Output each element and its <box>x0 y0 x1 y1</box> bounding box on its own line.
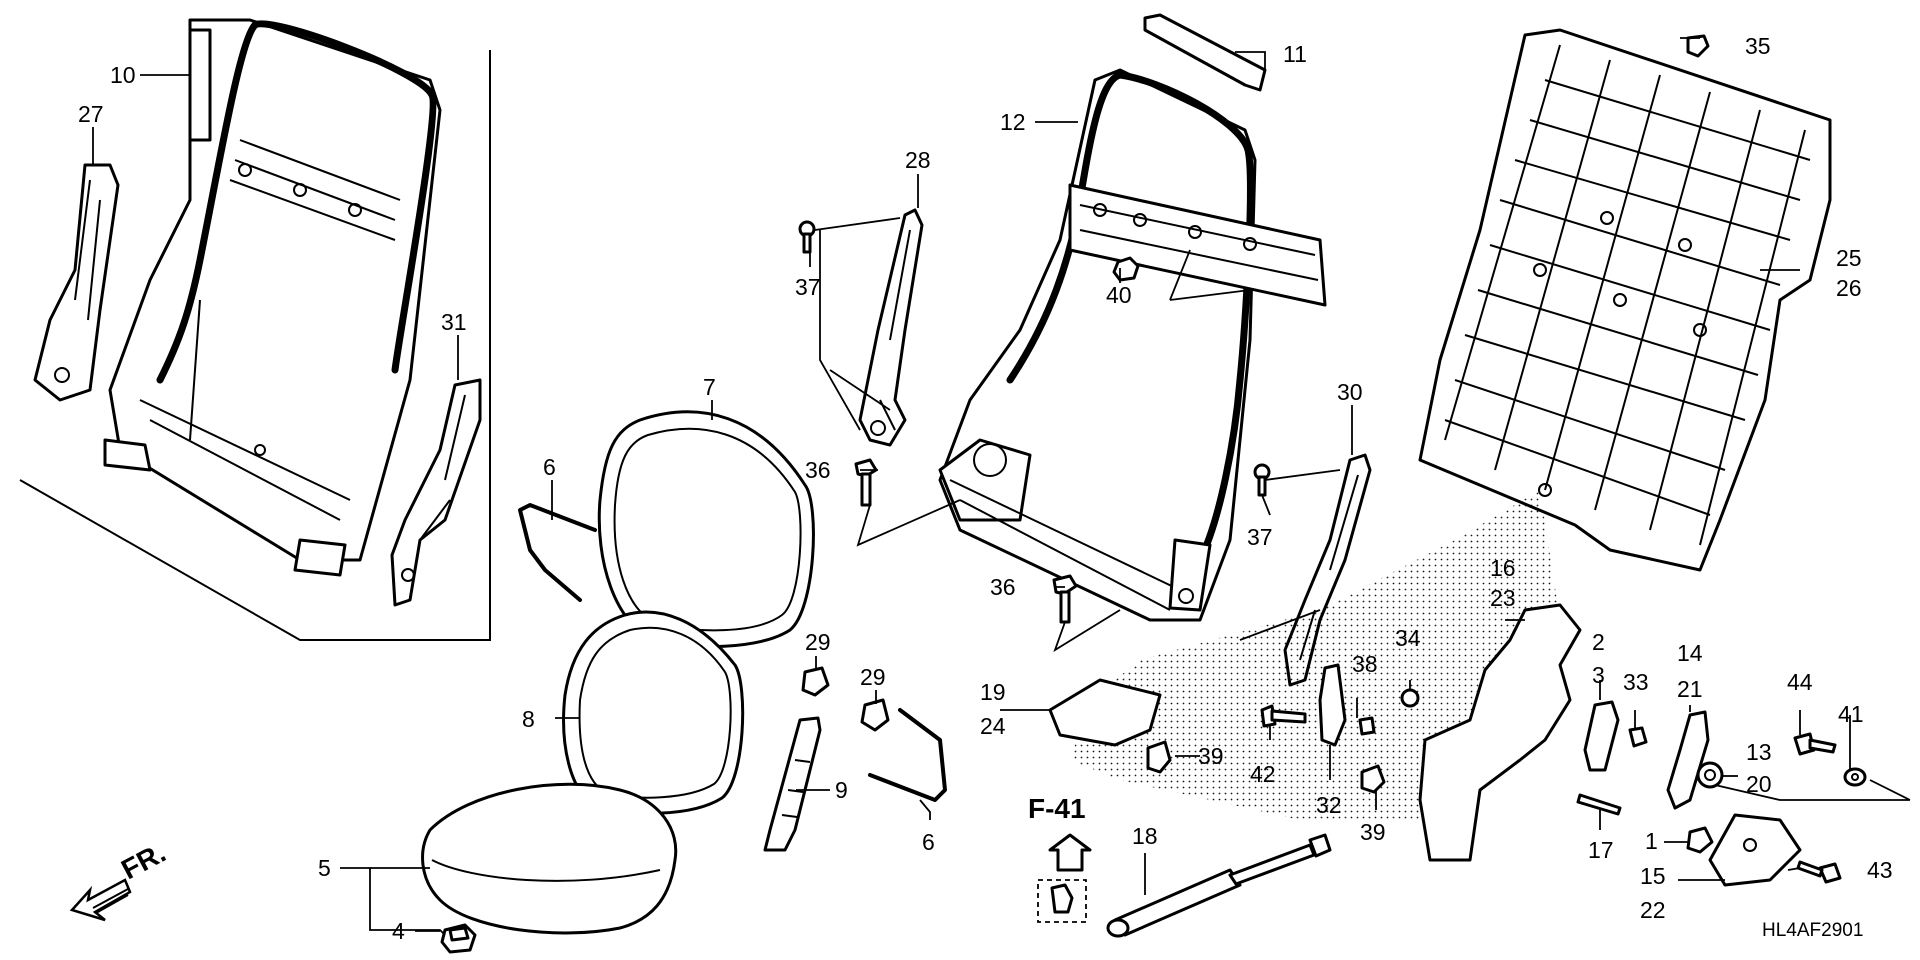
label-23[interactable]: 23 <box>1490 585 1516 611</box>
label-6a[interactable]: 6 <box>543 454 556 480</box>
ref-f41-arrow <box>1037 833 1092 923</box>
bolt-36-b[interactable] <box>1052 574 1078 624</box>
label-20[interactable]: 20 <box>1746 771 1772 797</box>
bolt-43[interactable] <box>1796 860 1842 884</box>
nut-38[interactable] <box>1358 716 1376 736</box>
label-39a[interactable]: 39 <box>1198 743 1224 769</box>
label-17[interactable]: 17 <box>1588 837 1614 863</box>
label-13[interactable]: 13 <box>1746 739 1772 765</box>
striker-15-22[interactable] <box>1708 813 1802 887</box>
front-label: FR. <box>116 837 170 886</box>
wire-6-left[interactable] <box>518 503 597 602</box>
pin-17[interactable] <box>1576 793 1622 816</box>
bolt-37-a[interactable] <box>798 220 816 254</box>
seatback-bracket-31[interactable] <box>390 378 482 607</box>
label-30[interactable]: 30 <box>1337 379 1363 405</box>
seatback-frame-left[interactable] <box>103 18 442 577</box>
label-25[interactable]: 25 <box>1836 245 1862 271</box>
nut-40[interactable] <box>1112 256 1140 282</box>
label-34[interactable]: 34 <box>1395 625 1421 651</box>
label-44[interactable]: 44 <box>1787 669 1813 695</box>
label-42[interactable]: 42 <box>1250 761 1276 787</box>
grommet-39-b[interactable] <box>1360 764 1386 794</box>
seatback-bracket-27[interactable] <box>33 163 120 402</box>
label-2[interactable]: 2 <box>1592 629 1605 655</box>
label-31[interactable]: 31 <box>441 309 467 335</box>
gas-strut-18[interactable] <box>1106 833 1332 938</box>
label-40[interactable]: 40 <box>1106 282 1132 308</box>
bolt-33[interactable] <box>1628 726 1648 748</box>
label-35[interactable]: 35 <box>1745 33 1771 59</box>
front-arrow-icon <box>69 878 132 922</box>
label-7[interactable]: 7 <box>703 374 716 400</box>
label-21[interactable]: 21 <box>1677 676 1703 702</box>
clip-29-b[interactable] <box>860 698 890 732</box>
label-22[interactable]: 22 <box>1640 897 1666 923</box>
label-24[interactable]: 24 <box>980 713 1006 739</box>
label-19[interactable]: 19 <box>980 679 1006 705</box>
bolt-36-a[interactable] <box>854 458 878 507</box>
strap-9[interactable] <box>763 716 822 852</box>
seatback-frame-12[interactable] <box>938 68 1327 622</box>
label-8[interactable]: 8 <box>522 706 535 732</box>
clip-29-a[interactable] <box>801 666 830 697</box>
label-28[interactable]: 28 <box>905 147 931 173</box>
label-16[interactable]: 16 <box>1490 555 1516 581</box>
clip-34[interactable] <box>1400 688 1420 708</box>
wire-6-right[interactable] <box>868 708 947 802</box>
bolt-42[interactable] <box>1260 704 1307 728</box>
cap-1[interactable] <box>1686 826 1714 854</box>
label-41[interactable]: 41 <box>1838 701 1864 727</box>
side-cover-16-23[interactable] <box>1418 603 1582 862</box>
bolt-37-b[interactable] <box>1253 463 1271 497</box>
seat-pad-8[interactable] <box>562 610 745 815</box>
label-29a[interactable]: 29 <box>805 629 831 655</box>
label-12[interactable]: 12 <box>1000 109 1026 135</box>
label-1[interactable]: 1 <box>1645 828 1658 854</box>
label-38[interactable]: 38 <box>1352 651 1378 677</box>
trim-strip-11[interactable] <box>1143 13 1267 92</box>
label-18[interactable]: 18 <box>1132 823 1158 849</box>
bolt-44[interactable] <box>1793 732 1837 756</box>
seatback-pad-7[interactable] <box>597 410 815 649</box>
latch-2-3[interactable] <box>1583 700 1620 772</box>
bracket-28[interactable] <box>858 208 924 447</box>
label-11[interactable]: 11 <box>1283 41 1307 67</box>
spring-13-20[interactable] <box>1696 761 1724 789</box>
part-labels: 10 27 31 7 6 8 5 4 29 29 9 6 28 37 36 11… <box>78 33 1893 944</box>
lever-14-21[interactable] <box>1666 710 1710 810</box>
inset-frame <box>19 50 491 641</box>
label-14[interactable]: 14 <box>1677 640 1703 666</box>
clip-4[interactable] <box>440 923 477 954</box>
clip-35[interactable] <box>1686 34 1710 58</box>
label-37a[interactable]: 37 <box>795 274 821 300</box>
label-27[interactable]: 27 <box>78 101 104 127</box>
label-26[interactable]: 26 <box>1836 275 1862 301</box>
label-6b[interactable]: 6 <box>922 829 935 855</box>
seat-cushion-5[interactable] <box>421 782 678 935</box>
ref-label[interactable]: F-41 <box>1028 793 1086 824</box>
label-15[interactable]: 15 <box>1640 863 1666 889</box>
label-4[interactable]: 4 <box>392 918 405 944</box>
label-37b[interactable]: 37 <box>1247 524 1273 550</box>
label-5[interactable]: 5 <box>318 855 331 881</box>
latch-32[interactable] <box>1318 663 1347 747</box>
label-39b[interactable]: 39 <box>1360 819 1386 845</box>
bracket-19-24[interactable] <box>1048 678 1162 747</box>
label-32[interactable]: 32 <box>1316 792 1342 818</box>
label-36a[interactable]: 36 <box>805 457 831 483</box>
washer-41[interactable] <box>1843 767 1867 787</box>
label-33[interactable]: 33 <box>1623 669 1649 695</box>
label-10[interactable]: 10 <box>110 62 136 88</box>
label-43[interactable]: 43 <box>1867 857 1893 883</box>
seatback-panel-25-26[interactable] <box>1418 28 1832 572</box>
label-29b[interactable]: 29 <box>860 664 886 690</box>
diagram-code: HL4AF2901 <box>1762 920 1863 941</box>
label-36b[interactable]: 36 <box>990 574 1016 600</box>
grommet-39-a[interactable] <box>1146 740 1172 774</box>
label-3[interactable]: 3 <box>1592 662 1605 688</box>
leader-lines <box>92 37 1911 936</box>
label-9[interactable]: 9 <box>835 777 848 803</box>
